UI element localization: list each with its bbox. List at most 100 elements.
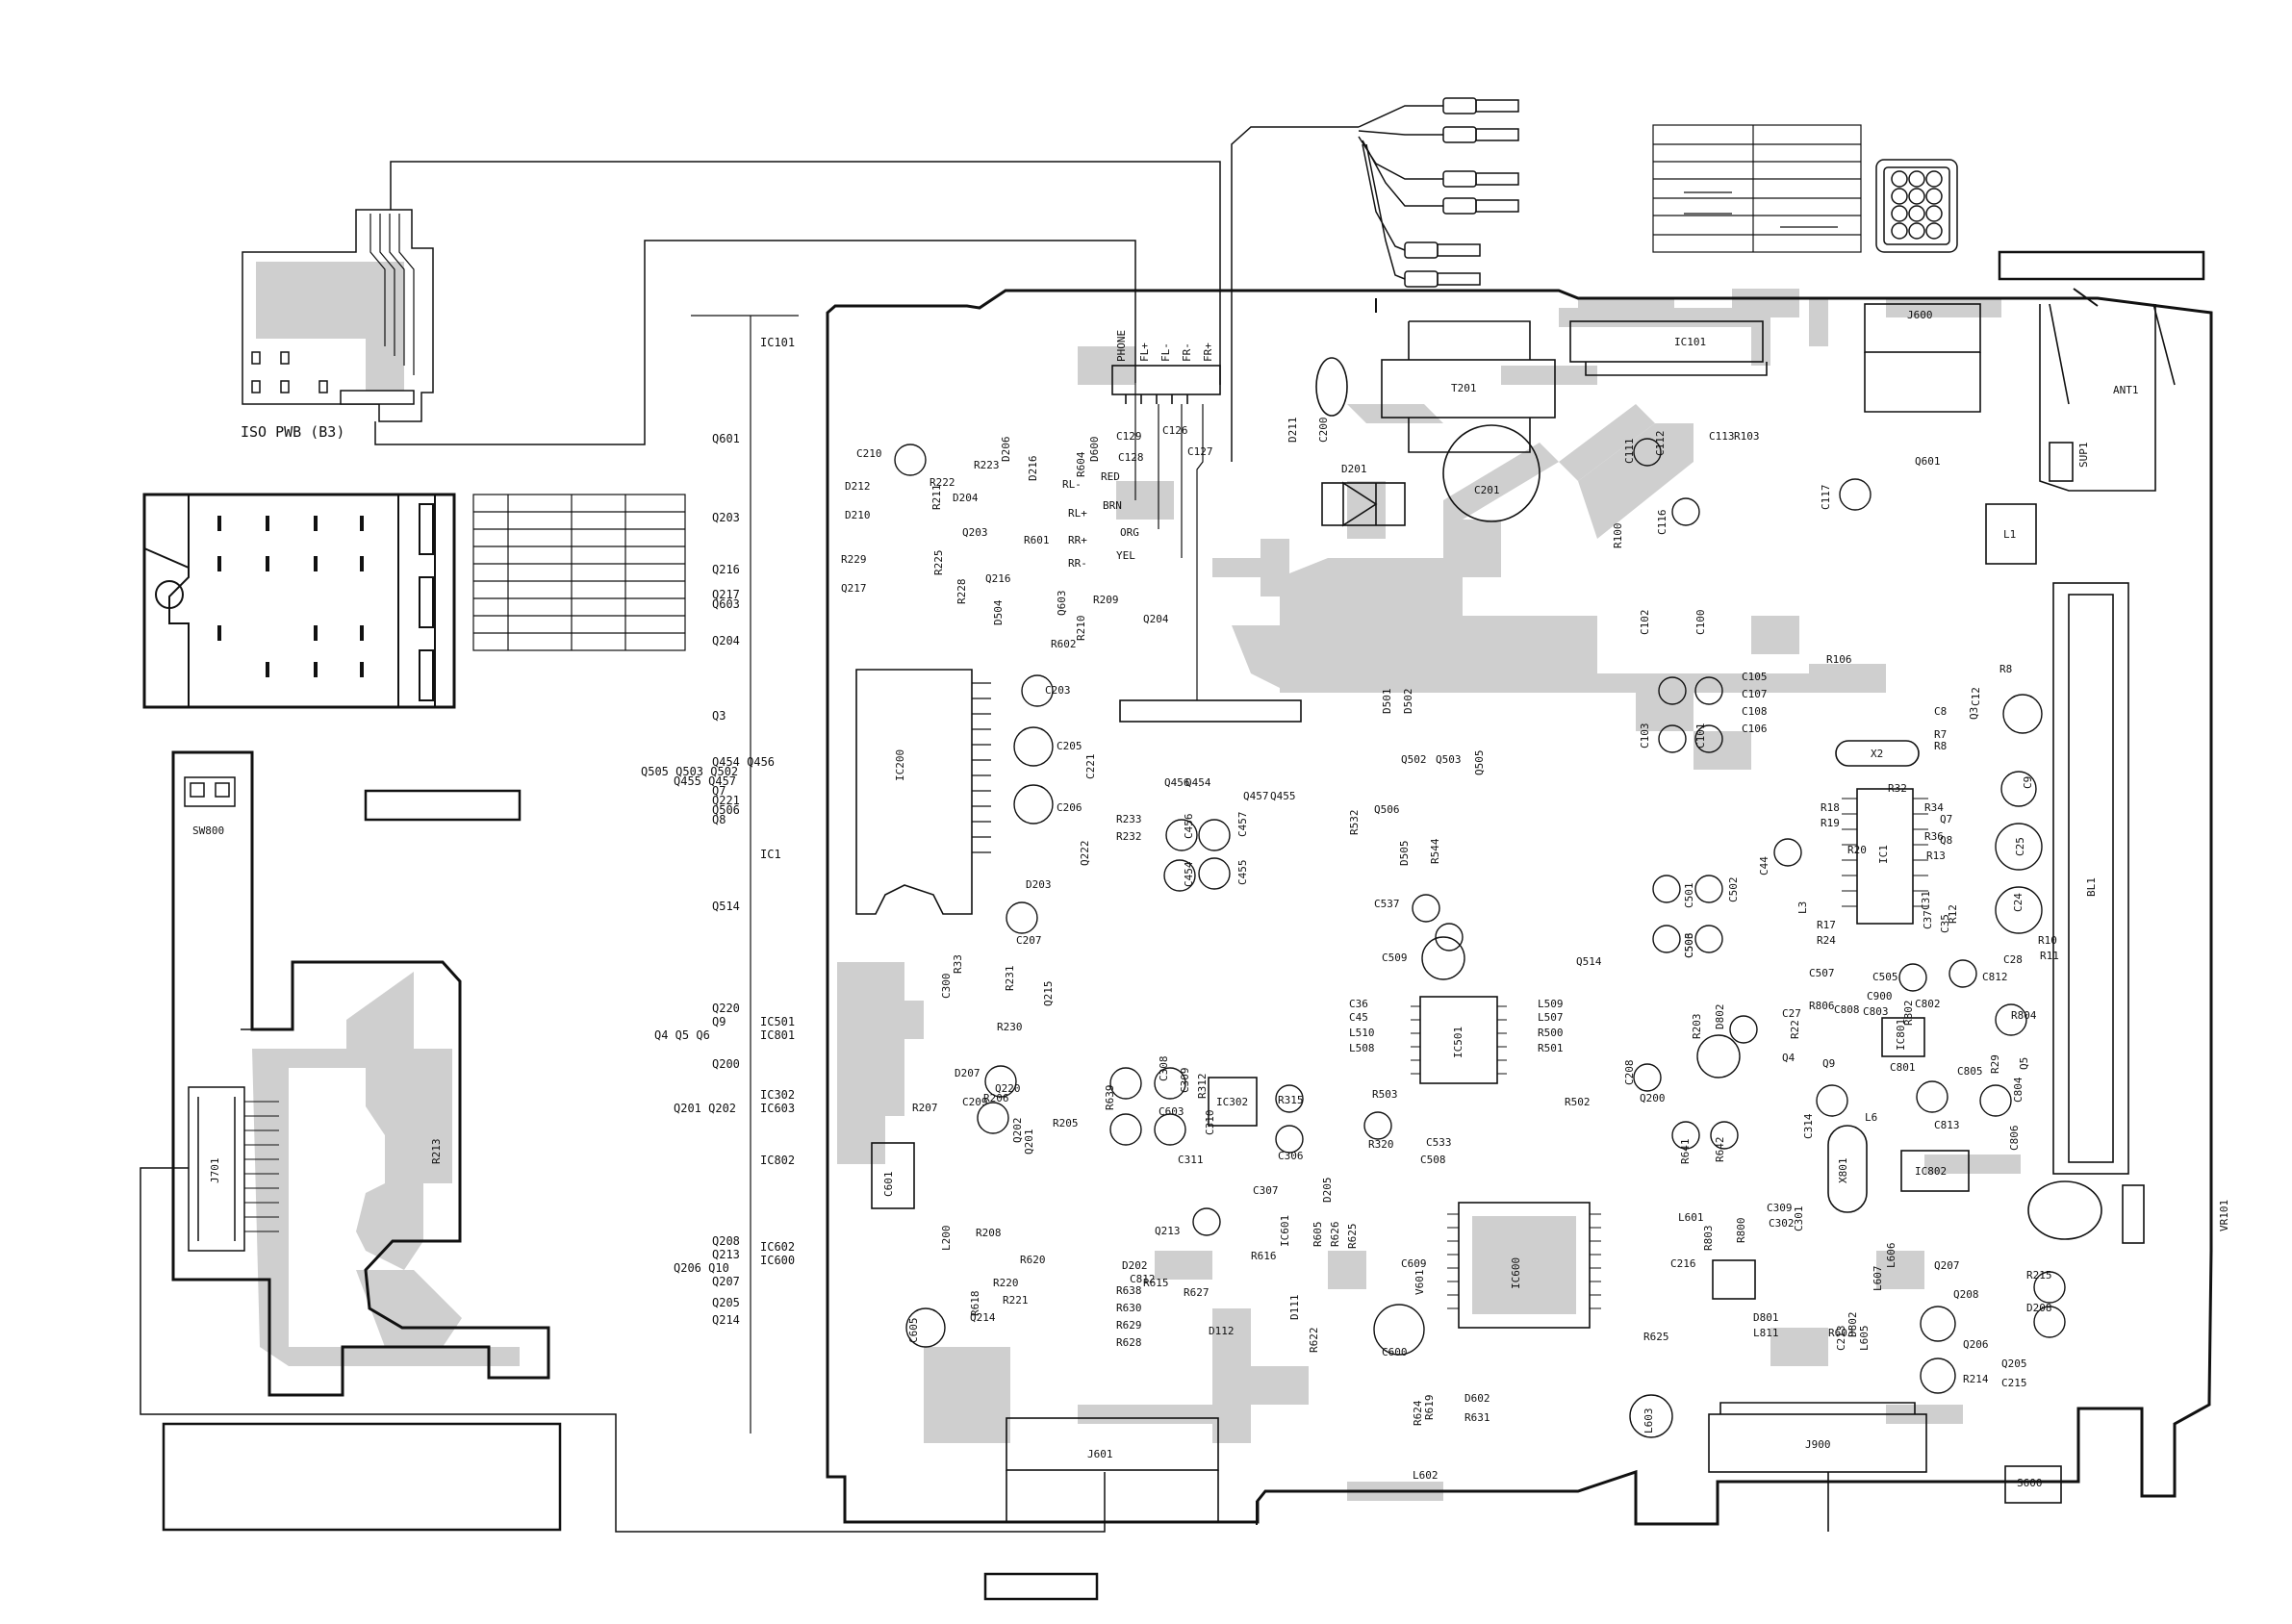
reference-item-4: Q217 [712, 588, 740, 601]
ic802-label: IC802 [1915, 1165, 1948, 1178]
component-label-l510-138: L510 [1349, 1027, 1375, 1039]
reference-item-7: Q3 [712, 709, 726, 723]
rca-cable [1231, 97, 1519, 462]
component-label-d505-62: D505 [1398, 840, 1411, 867]
wire-label-3: BRN [1103, 499, 1122, 512]
component-label-r34-84: R34 [1924, 801, 1944, 814]
component-label-c806-135: C806 [2008, 1125, 2021, 1152]
component-label-q601-34: Q601 [1915, 455, 1941, 468]
component-label-r639-167: R639 [1104, 1084, 1116, 1111]
component-label-r33-155: R33 [952, 954, 964, 974]
reference-item-29: Q206 Q10 [674, 1261, 729, 1275]
component-label-c126-8: C126 [1162, 424, 1188, 437]
component-label-c502-106: C502 [1727, 876, 1740, 903]
component-label-d111-202: D111 [1288, 1294, 1301, 1321]
component-label-r24-96: R24 [1817, 934, 1836, 947]
reference-item-27: Q208 [712, 1234, 740, 1248]
component-label-r312-171: R312 [1196, 1073, 1209, 1100]
component-label-c307-176: C307 [1253, 1184, 1279, 1197]
main-board-components [855, 303, 2176, 1532]
component-label-r12-100: R12 [1947, 904, 1959, 924]
reference-item-14: Q8 [712, 813, 726, 826]
component-label-c216-207: C216 [1670, 1257, 1696, 1270]
component-label-q215-157: Q215 [1042, 980, 1055, 1007]
reference-item-17: Q220 [712, 1002, 740, 1015]
component-label-r804-113: R804 [2011, 1009, 2037, 1022]
label-box-top-right [1998, 250, 2205, 281]
reference-item-19: Q4 Q5 Q6 [654, 1028, 710, 1042]
component-label-c27-114: C27 [1782, 1007, 1801, 1020]
wire-label-7: YEL [1116, 549, 1135, 562]
component-label-r615-183: R615 [1143, 1277, 1169, 1289]
component-label-l6-132: L6 [1865, 1111, 1878, 1124]
component-label-c457-52: C457 [1236, 811, 1249, 838]
iso-interconnect-wires [374, 161, 1221, 445]
reference-item-31: Q205 [712, 1296, 740, 1309]
component-label-r315-174: R315 [1278, 1094, 1304, 1106]
ant1-label: ANT1 [2113, 384, 2139, 396]
component-label-c308-169: C308 [1158, 1055, 1170, 1082]
reference-item-24: IC302 [760, 1088, 796, 1102]
component-label-c454-53: C454 [1183, 861, 1195, 888]
j701-label: J701 [209, 1157, 221, 1184]
component-label-c537-64: C537 [1374, 898, 1400, 910]
iso-connector-block [142, 493, 456, 709]
component-label-c456-51: C456 [1183, 813, 1195, 840]
reference-item-1: Q601 [712, 432, 740, 445]
component-label-c509-65: C509 [1382, 952, 1408, 964]
reference-item-12: Q221 [712, 794, 740, 807]
component-label-r210-25: R210 [1075, 615, 1087, 642]
component-label-q216-20: Q216 [985, 572, 1011, 585]
reference-item-26: IC802 [760, 1154, 796, 1167]
component-label-c803-117: C803 [1863, 1005, 1889, 1018]
component-label-d600-4: D600 [1088, 436, 1101, 463]
component-label-q205-229: Q205 [2001, 1358, 2027, 1370]
wire-label-1: RED [1101, 470, 1120, 483]
reference-item-34: IC600 [760, 1254, 796, 1267]
component-label-r602-26: R602 [1051, 638, 1077, 650]
component-label-c213-220: C213 [1835, 1325, 1847, 1352]
reference-item-28: Q213 [712, 1248, 740, 1261]
component-label-r208-178: R208 [976, 1227, 1002, 1239]
board-edge-details [1256, 288, 2099, 1525]
component-label-q5-123: Q5 [2018, 1056, 2030, 1070]
component-label-r532-61: R532 [1348, 809, 1361, 836]
component-label-l606-223: L606 [1885, 1242, 1897, 1269]
component-label-c812-111: C812 [1982, 971, 2008, 983]
j701-connector [140, 1086, 1106, 1533]
component-label-r232-43: R232 [1116, 830, 1142, 843]
component-label-r502-144: R502 [1565, 1096, 1591, 1108]
component-label-d112-201: D112 [1209, 1325, 1235, 1337]
component-label-q7-85: Q7 [1940, 813, 1953, 825]
flex-pwb-outline [171, 750, 550, 1397]
component-label-c113-32: C113 [1709, 430, 1735, 443]
component-label-c306-175: C306 [1278, 1150, 1304, 1162]
component-label-q214-195: Q214 [970, 1311, 996, 1324]
component-label-c506-108: C506 [1683, 932, 1695, 959]
component-label-q506-60: Q506 [1374, 803, 1400, 816]
component-label-c301-153: C301 [1793, 1205, 1805, 1232]
connector-label-3: FR- [1181, 343, 1193, 362]
reference-item-23: IC801 [760, 1028, 796, 1042]
component-label-r223-1: R223 [974, 459, 1000, 471]
component-label-r206-161: R206 [983, 1092, 1009, 1104]
component-label-r642-150: R642 [1714, 1136, 1726, 1163]
component-label-q455-50: Q455 [1270, 790, 1296, 802]
component-label-r230-158: R230 [997, 1021, 1023, 1033]
component-label-r605-186: R605 [1312, 1221, 1324, 1248]
reference-item-10: Q455 Q457 [674, 774, 737, 788]
reference-item-33: IC602 [760, 1240, 796, 1254]
ic501-label: IC501 [1452, 1026, 1464, 1058]
connector-label-1: FL+ [1138, 343, 1151, 362]
component-label-d206-2: D206 [1000, 436, 1012, 463]
component-label-r7-78: R7 [1934, 728, 1948, 741]
component-label-c609-189: C609 [1401, 1257, 1427, 1270]
component-label-c108-71: C108 [1742, 705, 1768, 718]
component-label-r209-24: R209 [1093, 594, 1119, 606]
component-label-c45-137: C45 [1349, 1011, 1368, 1024]
component-label-r638-196: R638 [1116, 1284, 1142, 1297]
component-label-l605-221: L605 [1858, 1325, 1871, 1352]
component-label-r800-209: R800 [1735, 1217, 1747, 1244]
component-label-c106-72: C106 [1742, 723, 1768, 735]
component-label-q457-49: Q457 [1243, 790, 1269, 802]
